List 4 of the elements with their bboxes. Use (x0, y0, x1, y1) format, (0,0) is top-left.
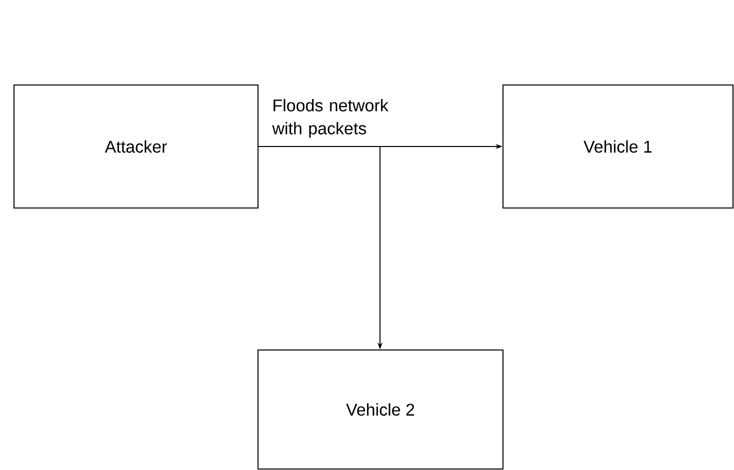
process-box: Vehicle 1 (502, 84, 734, 208)
process-box: Vehicle 2 (258, 350, 504, 470)
process-box: Attacker (14, 84, 258, 208)
edge-label: Floods network with packets (272, 98, 388, 138)
